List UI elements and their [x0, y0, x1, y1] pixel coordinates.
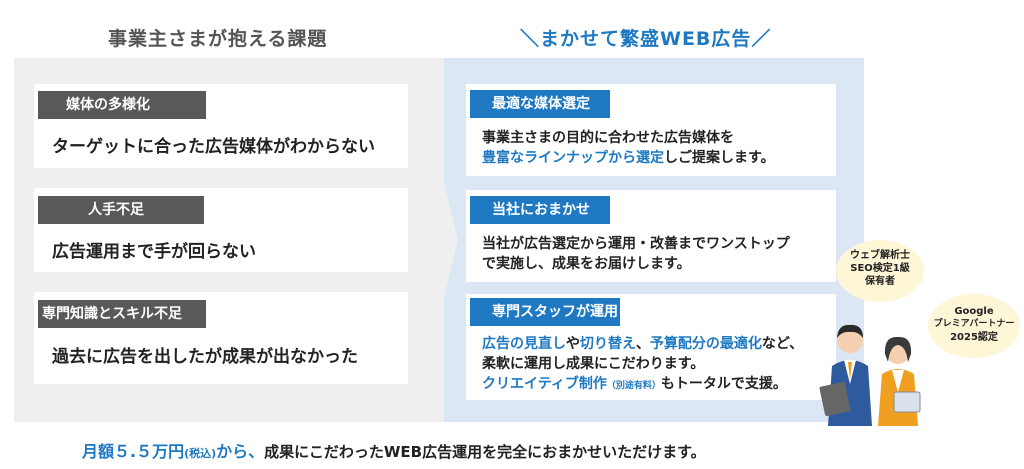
problem-text: 過去に広告を出したが成果が出なかった	[52, 347, 358, 367]
problem-tag: 人手不足	[38, 196, 204, 224]
solution-text: 当社が広告選定から運用・改善までワンストップ で実施し、成果をお届けします。	[482, 236, 790, 272]
business-people-illustration	[819, 324, 921, 426]
google-partner-badge: Google プレミアパートナー 2025認定	[928, 294, 1020, 358]
highlight-text: 豊富なラインナップから選定	[482, 150, 664, 166]
footer-message: 月額５.５万円(税込)から、成果にこだわったWEB広告運用を完全におまかせいただ…	[82, 442, 706, 461]
price-text: 月額５.５万円	[82, 442, 185, 461]
arrow-chevron-icon	[408, 58, 458, 422]
solution-text: 広告の見直しや切り替え、予算配分の最適化など、 柔軟に運用し成果にこだわります。…	[482, 336, 804, 392]
solution-text: 事業主さまの目的に合わせた広告媒体を 豊富なラインナップから選定しご提案します。	[482, 130, 775, 166]
problem-text: 広告運用まで手が回らない	[52, 242, 256, 262]
solution-tag: 最適な媒体選定	[470, 90, 610, 118]
problem-tag: 媒体の多様化	[38, 91, 206, 119]
solution-tag: 専門スタッフが運用	[470, 298, 620, 326]
solutions-heading: ＼まかせて繁盛WEB広告／	[520, 28, 772, 50]
certification-badge: ウェブ解析士 SEO検定1級 保有者	[836, 240, 924, 302]
solution-tag: 当社におまかせ	[470, 196, 610, 224]
problem-tag: 専門知識とスキル不足	[38, 300, 206, 328]
problems-heading: 事業主さまが抱える課題	[108, 28, 328, 50]
problem-text: ターゲットに合った広告媒体がわからない	[52, 137, 375, 157]
